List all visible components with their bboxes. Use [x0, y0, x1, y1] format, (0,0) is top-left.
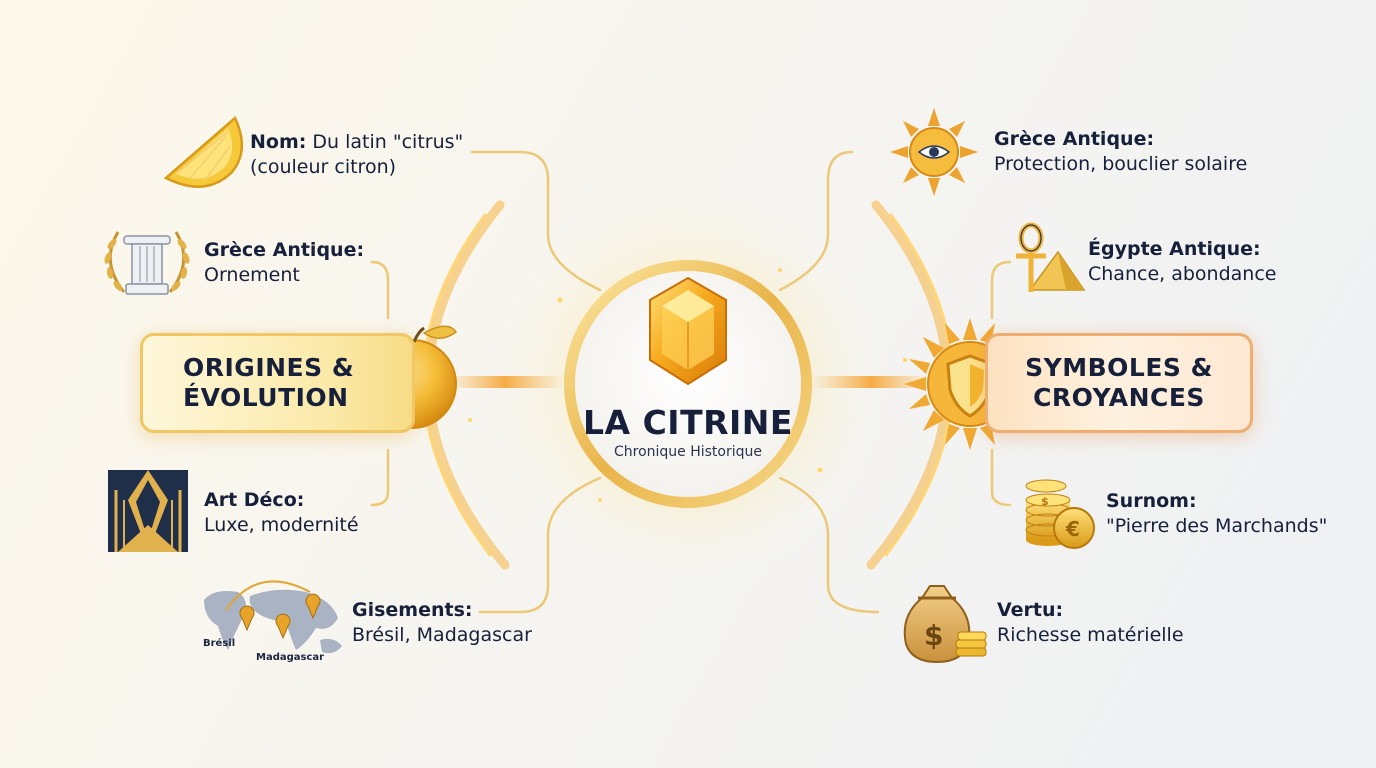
hub-origines-evolution: ORIGINES & ÉVOLUTION: [140, 333, 415, 433]
right-item-egypte: Égypte Antique: Chance, abondance: [1088, 237, 1276, 287]
world-map-icon: [204, 580, 342, 654]
left-item-grece: Grèce Antique: Ornement: [204, 238, 364, 288]
svg-text:$: $: [924, 619, 943, 652]
item-title: Vertu:: [997, 599, 1064, 621]
center-subtitle: Chronique Historique: [613, 444, 763, 460]
connectors: [370, 150, 1012, 614]
svg-text:$: $: [1041, 495, 1049, 508]
item-title: Nom:: [250, 131, 307, 153]
art-deco-icon: [108, 470, 188, 552]
money-bag-icon: $: [903, 585, 987, 664]
item-text: Richesse matérielle: [997, 624, 1184, 646]
item-title: Surnom:: [1106, 490, 1197, 512]
item-title: Gisements:: [352, 599, 473, 621]
right-item-surnom: Surnom: "Pierre des Marchands": [1106, 489, 1327, 539]
item-title: Art Déco:: [204, 489, 305, 511]
ankh-pyramid-icon: [1016, 222, 1086, 292]
hub-symboles-croyances: SYMBOLES & CROYANCES: [985, 333, 1253, 433]
map-label-bresil: Brésil: [203, 638, 236, 649]
right-item-vertu: Vertu: Richesse matérielle: [997, 598, 1184, 648]
item-text-2: (couleur citron): [250, 156, 397, 178]
citrine-gem-icon: [649, 276, 727, 386]
sun-eye-icon: [890, 108, 978, 196]
hub-left-line2: ÉVOLUTION: [183, 383, 349, 412]
item-title: Égypte Antique:: [1088, 238, 1261, 260]
item-text: Luxe, modernité: [204, 514, 359, 536]
lemon-slice-icon: [163, 115, 243, 188]
item-title: Grèce Antique:: [994, 128, 1155, 150]
left-item-nom: Nom: Du latin "citrus" (couleur citron): [250, 130, 463, 180]
hub-left-line1: ORIGINES &: [183, 353, 355, 382]
sparkles: [468, 268, 907, 502]
hub-right-line1: SYMBOLES &: [1025, 353, 1213, 382]
left-beam: [445, 376, 565, 388]
right-beam: [811, 376, 931, 388]
item-title: Grèce Antique:: [204, 239, 365, 261]
greek-column-laurel-icon: [104, 231, 190, 295]
item-text: Ornement: [204, 264, 300, 286]
item-text: Du latin "citrus": [312, 131, 464, 153]
gold-coins-icon: $ €: [1025, 479, 1095, 549]
map-label-madagascar: Madagascar: [256, 652, 325, 663]
svg-text:€: €: [1065, 517, 1080, 541]
item-text: Protection, bouclier solaire: [994, 153, 1248, 175]
item-text: "Pierre des Marchands": [1106, 515, 1328, 537]
hub-right-line2: CROYANCES: [1033, 383, 1205, 412]
left-item-gisements: Gisements: Brésil, Madagascar: [352, 598, 532, 648]
right-item-grece: Grèce Antique: Protection, bouclier sola…: [994, 127, 1247, 177]
item-text: Brésil, Madagascar: [352, 624, 532, 646]
item-text: Chance, abondance: [1088, 263, 1277, 285]
center-title: LA CITRINE: [583, 403, 793, 442]
left-item-art-deco: Art Déco: Luxe, modernité: [204, 488, 359, 538]
